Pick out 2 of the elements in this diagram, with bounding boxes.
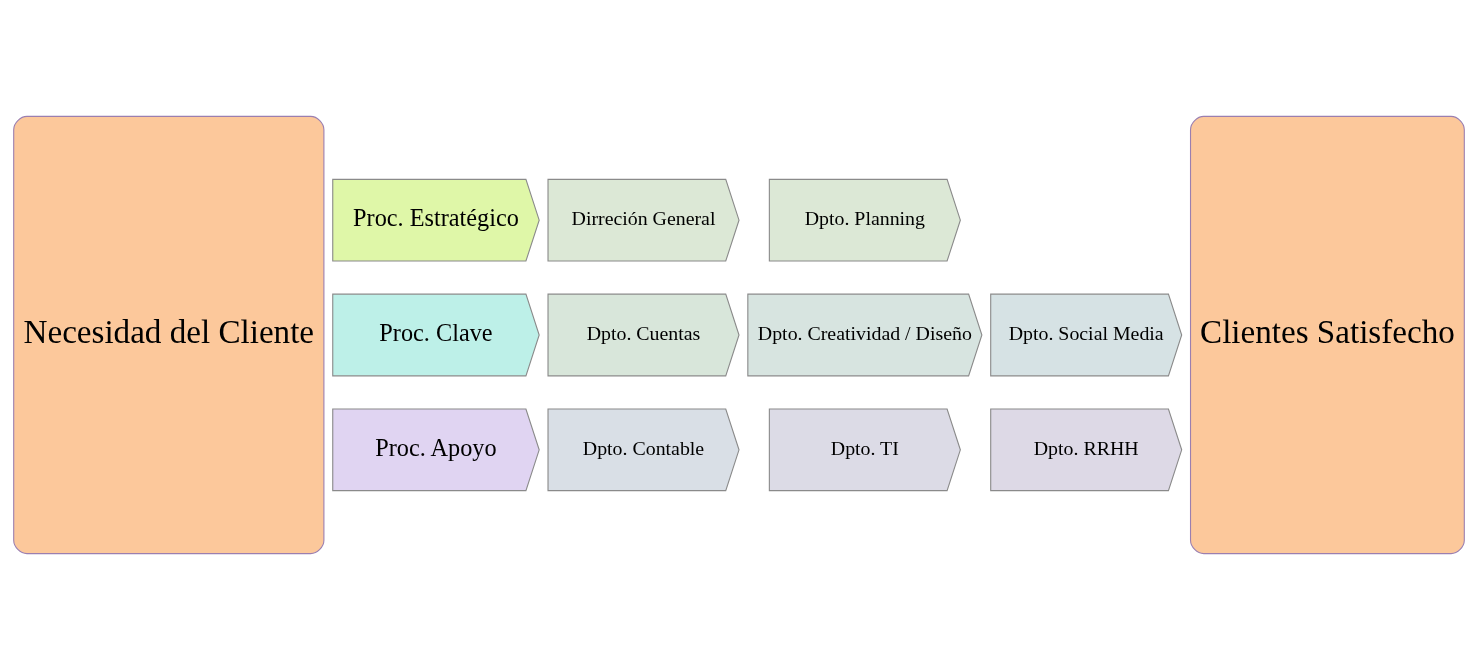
node-box: Clientes Satisfecho (1189, 115, 1465, 555)
node-box: Necesidad del Cliente (13, 115, 325, 555)
